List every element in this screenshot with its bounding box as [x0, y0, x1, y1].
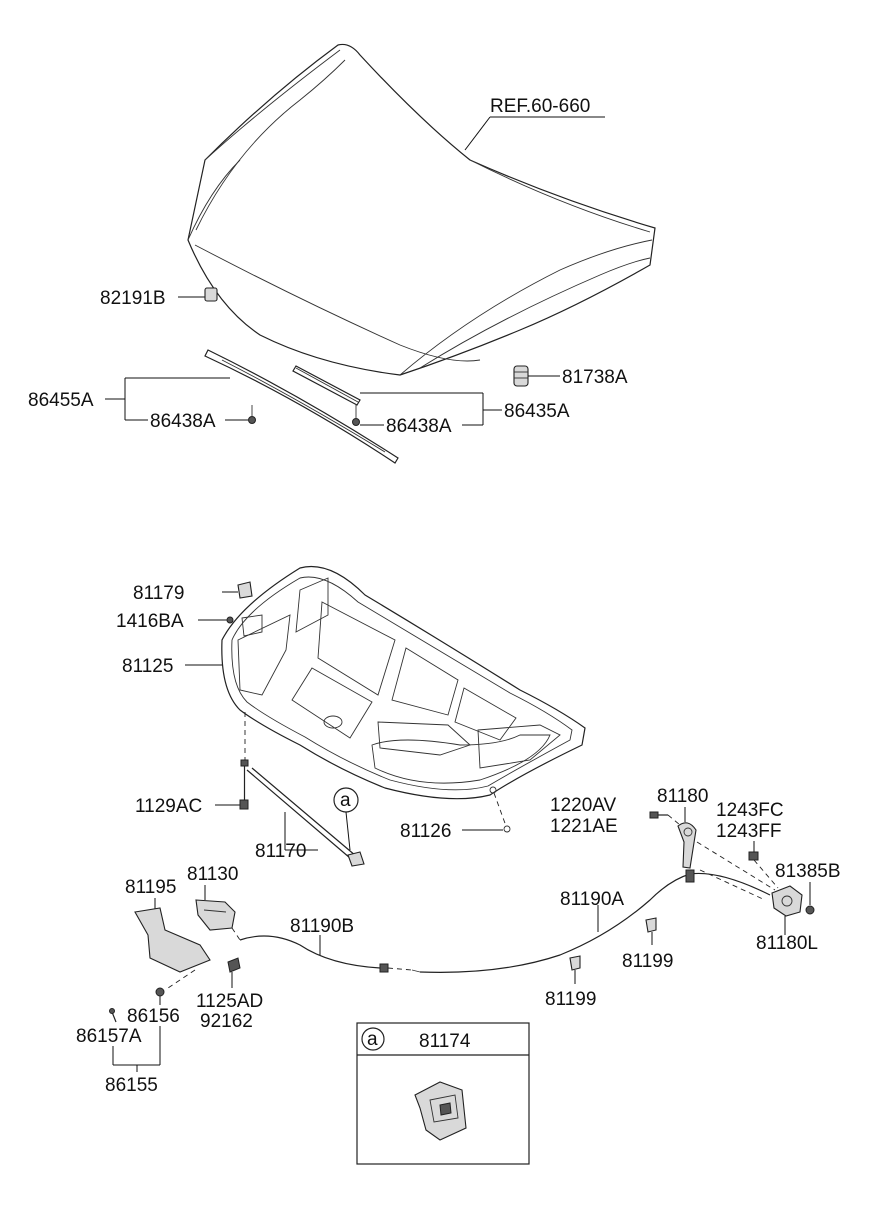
label-86155: 86155	[105, 1075, 158, 1096]
label-86438A-left: 86438A	[150, 411, 216, 432]
clip-81199-right	[645, 917, 657, 945]
callout-a: a	[333, 787, 359, 851]
label-81130: 81130	[187, 864, 238, 885]
label-81125: 81125	[122, 656, 173, 677]
hood-inner-panel	[221, 565, 586, 800]
label-86435A: 86435A	[504, 401, 570, 422]
label-92162: 92162	[200, 1011, 253, 1032]
bracket-81179	[222, 581, 253, 599]
bolt-1243FC	[748, 841, 779, 889]
nut-1416BA	[198, 614, 263, 637]
label-86438A-right: 86438A	[386, 416, 452, 437]
callout-a-marker: a	[340, 790, 351, 811]
handle-81180	[677, 807, 697, 869]
cable-81190B	[239, 935, 413, 973]
bolt-1125AD	[227, 957, 241, 988]
pin-86157A	[109, 1008, 117, 1023]
label-81385B: 81385B	[775, 861, 841, 882]
label-1221AE: 1221AE	[550, 816, 618, 837]
weatherstrip-86435A	[292, 365, 361, 406]
ref-leader	[464, 116, 605, 151]
label-1220AV: 1220AV	[550, 795, 617, 816]
label-81126: 81126	[400, 821, 451, 842]
leader-86435A	[360, 392, 502, 426]
screw-1220AV	[649, 811, 681, 826]
label-81738A: 81738A	[562, 367, 628, 388]
label-81190B: 81190B	[290, 916, 354, 937]
cable-81190A	[411, 869, 771, 973]
clip-86156	[155, 987, 165, 1005]
label-81190A: 81190A	[560, 889, 624, 910]
release-handle-81130	[195, 885, 241, 941]
label-86455A: 86455A	[28, 390, 94, 411]
bumper-82191B	[178, 287, 218, 302]
label-86157A: 86157A	[76, 1026, 142, 1047]
label-1129AC: 1129AC	[135, 796, 202, 817]
lever-81195	[134, 898, 211, 991]
clip-86438A-left	[225, 405, 256, 424]
clip-86438A-right	[352, 405, 384, 426]
bumper-81738A	[513, 365, 560, 387]
grommet-81126	[462, 792, 511, 833]
label-81199-right: 81199	[622, 951, 673, 972]
inset-marker: a	[367, 1029, 378, 1050]
ref-label: REF.60-660	[490, 96, 590, 117]
label-86156: 86156	[127, 1006, 180, 1027]
label-81195: 81195	[125, 877, 176, 898]
label-1416BA: 1416BA	[116, 611, 184, 632]
latch-81180L	[771, 882, 815, 935]
label-81174: 81174	[419, 1031, 471, 1052]
label-81180: 81180	[657, 786, 708, 807]
weatherstrip-86455A	[204, 349, 399, 464]
label-1125AD: 1125AD	[196, 991, 263, 1012]
leader-86155	[112, 1026, 161, 1072]
label-82191B: 82191B	[100, 288, 166, 309]
inset-box	[356, 1022, 530, 1165]
label-81179: 81179	[133, 583, 184, 604]
label-81170: 81170	[255, 841, 306, 862]
bolt-1129AC	[215, 712, 249, 810]
clip-81199-mid	[569, 955, 581, 984]
label-1243FF: 1243FF	[716, 821, 781, 842]
leader-86455A	[105, 377, 230, 421]
label-1243FC: 1243FC	[716, 800, 784, 821]
label-81199-mid: 81199	[545, 989, 596, 1010]
hood-panel	[187, 43, 656, 376]
dash-line-latch	[696, 841, 776, 901]
label-81180L: 81180L	[756, 933, 818, 954]
stay-rod-81170	[246, 767, 365, 867]
